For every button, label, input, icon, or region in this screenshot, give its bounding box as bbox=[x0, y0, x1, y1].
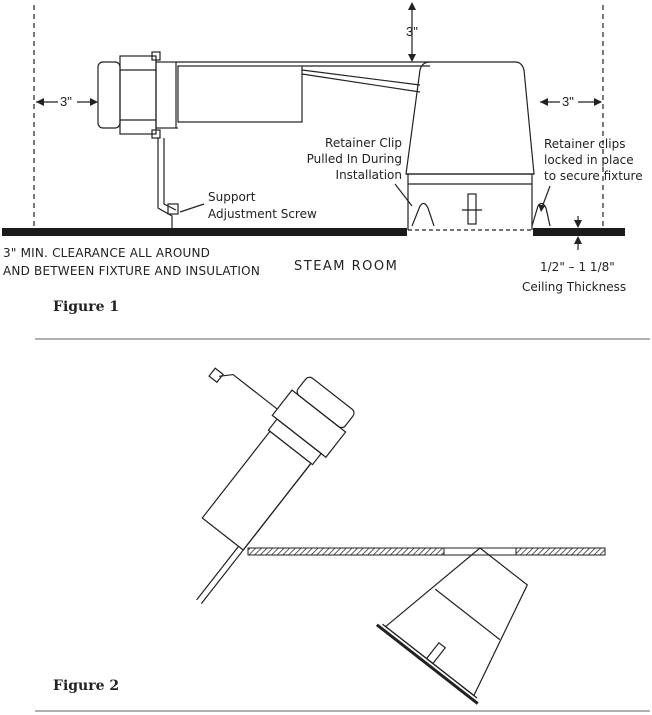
fig2-support-rod bbox=[218, 373, 278, 410]
figure-2 bbox=[196, 367, 529, 705]
fig2-adjustment-screw bbox=[208, 367, 224, 384]
figure-1 bbox=[33, 2, 604, 250]
ceiling-thickness-range: 1/2" – 1 1/8" bbox=[540, 260, 615, 274]
retainer-clip-left bbox=[411, 202, 435, 227]
support-screw-label-2: Adjustment Screw bbox=[208, 207, 317, 221]
dim-left-label: 3" bbox=[60, 94, 72, 109]
retainer-clip-install-2: Pulled In During bbox=[307, 152, 402, 166]
retainer-clip-right bbox=[531, 202, 551, 227]
fig2-socket bbox=[425, 641, 447, 665]
ceiling-thickness-label: Ceiling Thickness bbox=[522, 280, 626, 294]
ceiling-left bbox=[2, 228, 407, 236]
retainer-clips-locked-3: to secure fixture bbox=[544, 169, 643, 183]
room-label: STEAM ROOM bbox=[294, 259, 398, 274]
ceiling-thickness-max: 1 1/8" bbox=[578, 260, 614, 274]
support-rod bbox=[157, 138, 173, 228]
adjustment-screw bbox=[167, 203, 179, 215]
ceiling-hatched-right bbox=[515, 547, 606, 556]
clearance-note-1: 3" MIN. CLEARANCE ALL AROUND bbox=[3, 246, 210, 260]
retainer-clips-locked-1: Retainer clips bbox=[544, 137, 625, 151]
clearance-note-2: AND BETWEEN FIXTURE AND INSULATION bbox=[3, 264, 260, 278]
ceiling-right bbox=[533, 228, 625, 236]
dim-top-label: 3" bbox=[406, 24, 418, 39]
figure-2-caption: Figure 2 bbox=[53, 678, 119, 694]
lamp-housing bbox=[405, 61, 535, 175]
housing-body bbox=[177, 65, 303, 123]
dim-right-label: 3" bbox=[562, 94, 574, 109]
junction-box bbox=[97, 61, 121, 129]
figure-1-caption: Figure 1 bbox=[53, 299, 119, 315]
socket bbox=[467, 193, 477, 225]
retainer-clip-install-1: Retainer Clip bbox=[325, 136, 402, 150]
fig2-junction-box bbox=[296, 376, 355, 429]
ceiling-hatched-left bbox=[247, 547, 445, 556]
ceiling-thickness-min: 1/2" bbox=[540, 260, 565, 274]
retainer-clip-install-3: Installation bbox=[336, 168, 402, 182]
retainer-clips-locked-2: locked in place bbox=[544, 153, 634, 167]
support-screw-label-1: Support bbox=[208, 190, 256, 204]
